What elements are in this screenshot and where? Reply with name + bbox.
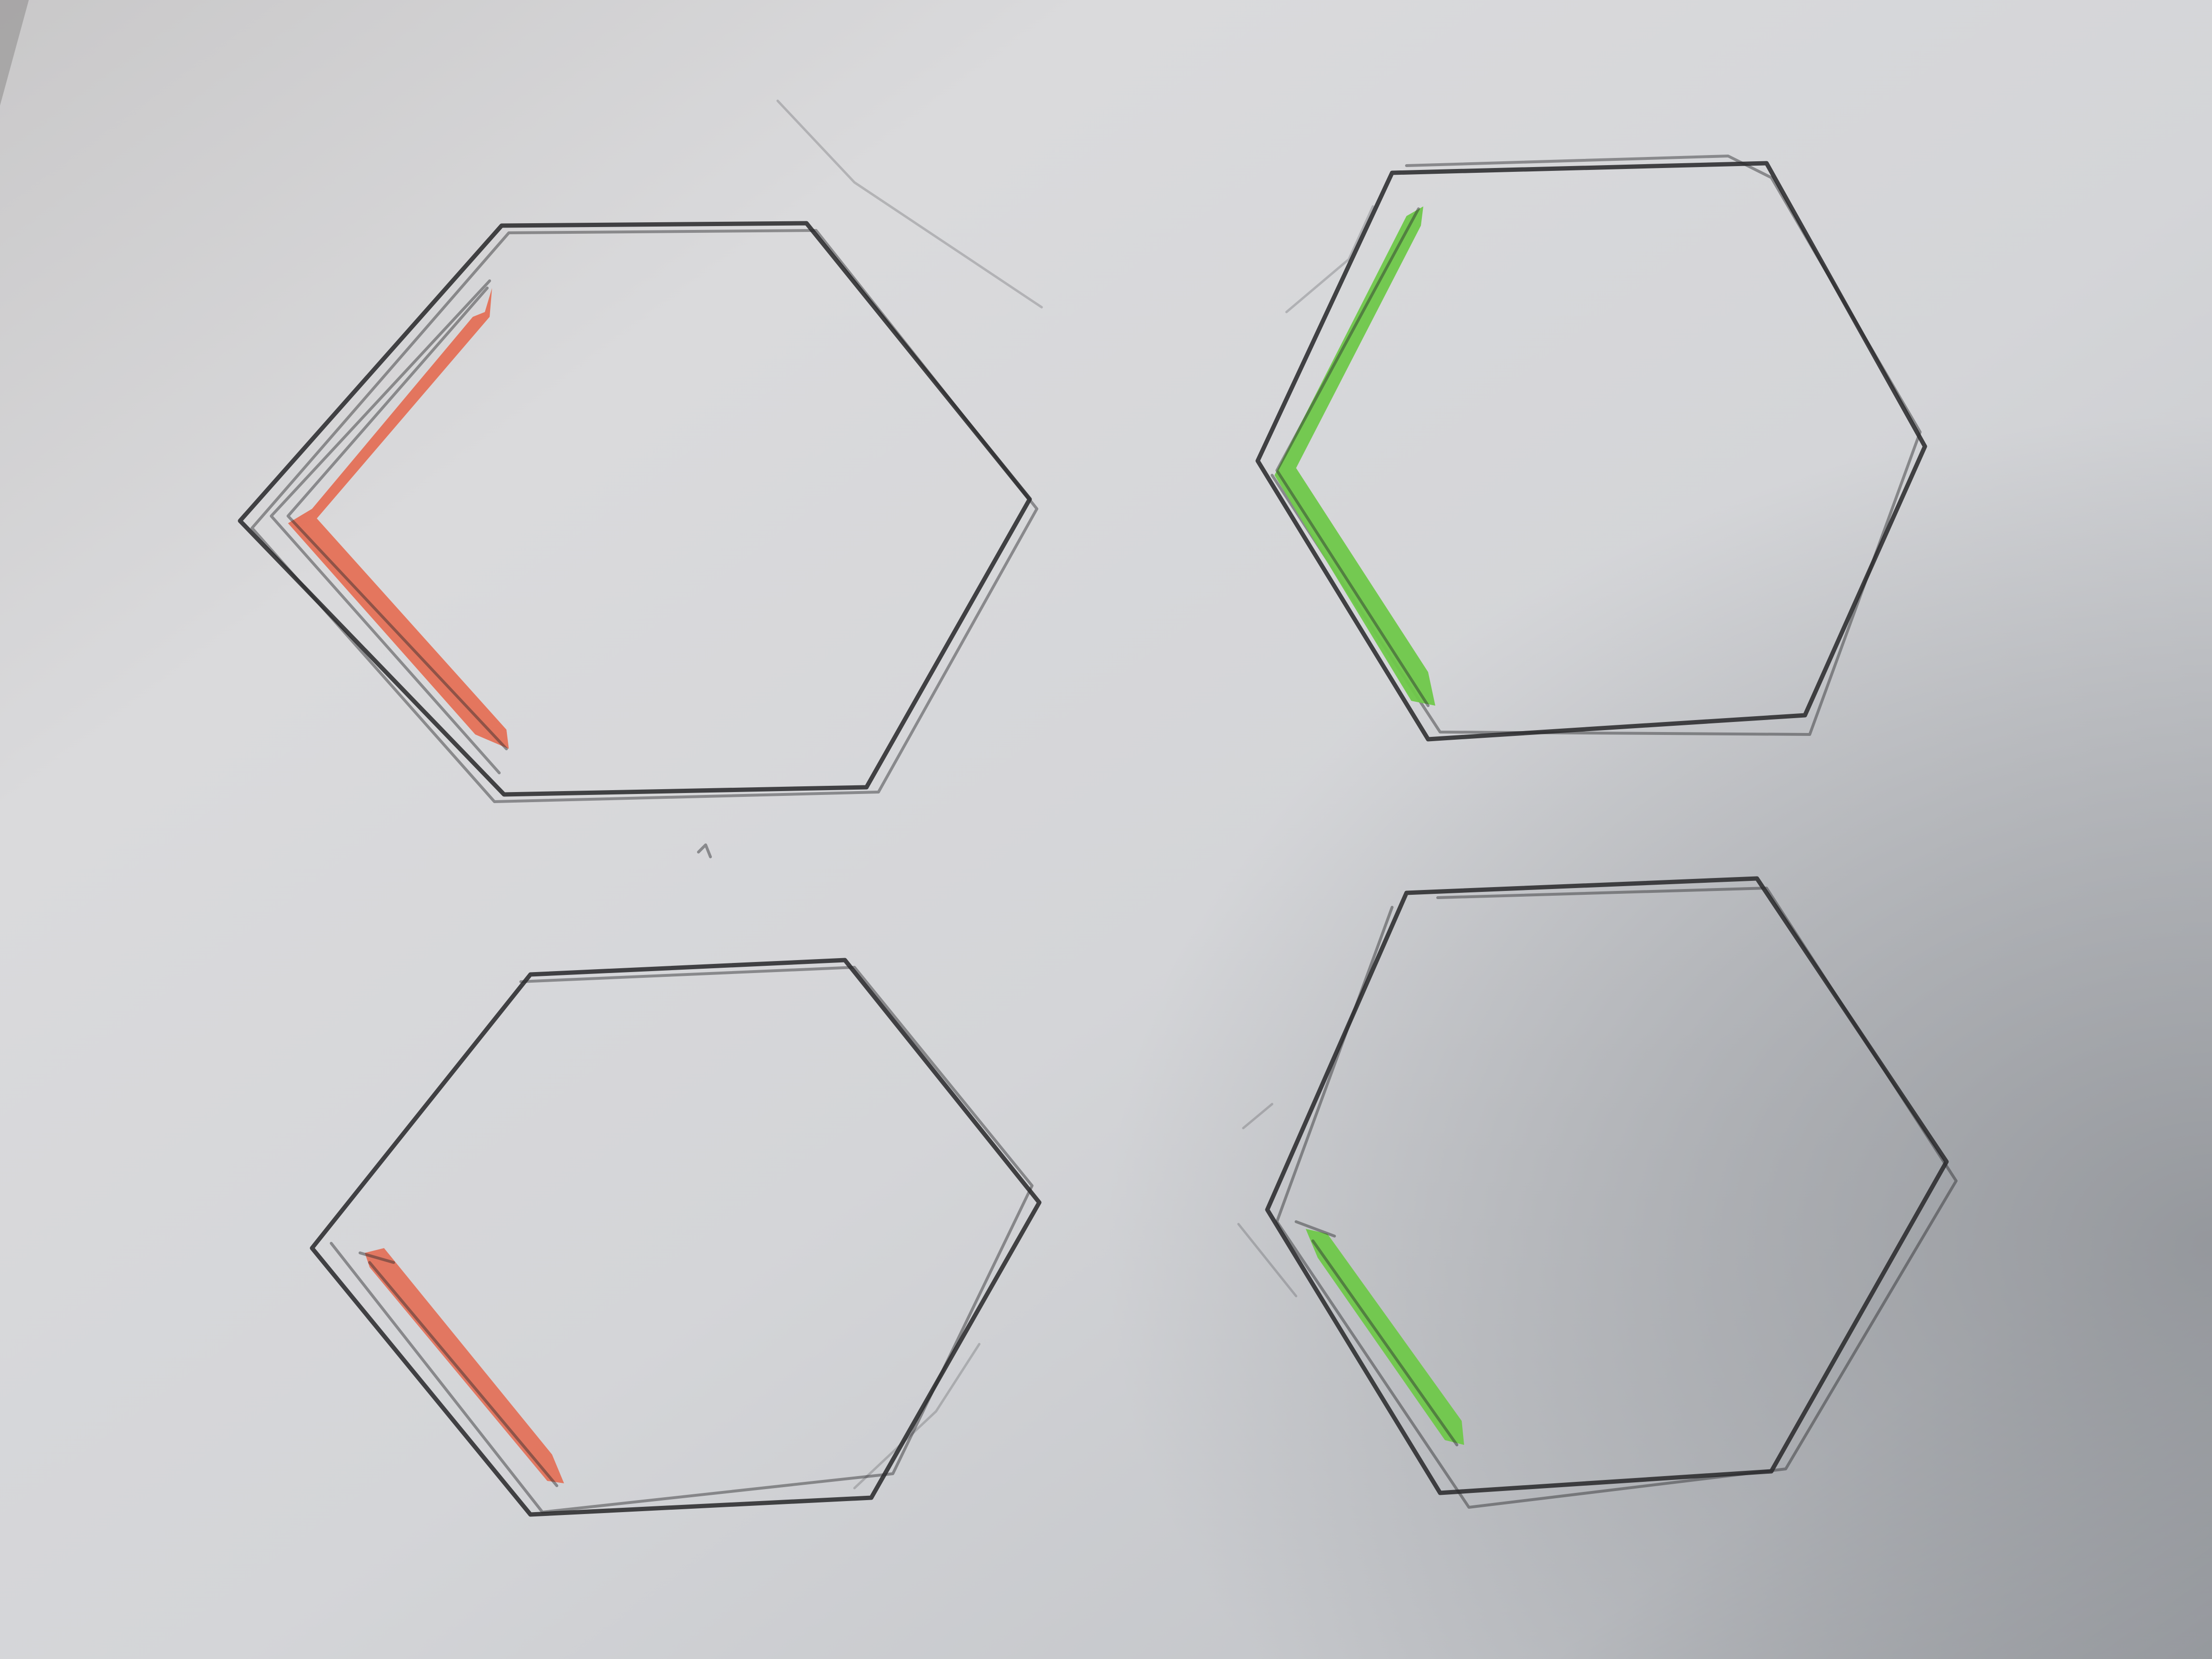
red-highlight-stripe	[365, 1248, 564, 1483]
pencil-smudge	[776, 99, 1043, 309]
hexagon-stray-stroke	[1285, 205, 1374, 313]
red-highlight-edge	[359, 1251, 558, 1487]
hexagon-top-left	[238, 221, 1038, 803]
green-highlight-edge	[1275, 207, 1430, 707]
green-highlight-stripe	[1274, 206, 1435, 706]
red-highlight-edge	[287, 287, 508, 750]
hexagon-bottom-right	[1237, 876, 1958, 1509]
hexagon-inner-guide	[270, 279, 501, 774]
pencil-mark	[697, 843, 712, 858]
paper-corner-edge	[0, 0, 29, 106]
green-highlight-stripe	[1306, 1229, 1464, 1445]
hexagon-outline-sketch	[330, 966, 1034, 1514]
hexagon-outline	[238, 221, 1032, 797]
hexagon-outline	[1265, 876, 1949, 1495]
hexagon-bottom-left	[310, 958, 1042, 1517]
hexagon-top-right	[1255, 155, 1927, 742]
hexagon-outline	[310, 958, 1042, 1517]
hexagon-outline	[1255, 161, 1927, 742]
hexagon-outline-sketch	[251, 229, 1038, 803]
hexagon-outline-sketch	[1275, 887, 1958, 1509]
hexagon-stray-stroke	[1237, 1103, 1298, 1298]
green-highlight-edge	[1295, 1220, 1458, 1446]
hexagon-stray-stroke	[853, 1343, 981, 1490]
hexagon-outline-sketch	[1271, 155, 1922, 736]
